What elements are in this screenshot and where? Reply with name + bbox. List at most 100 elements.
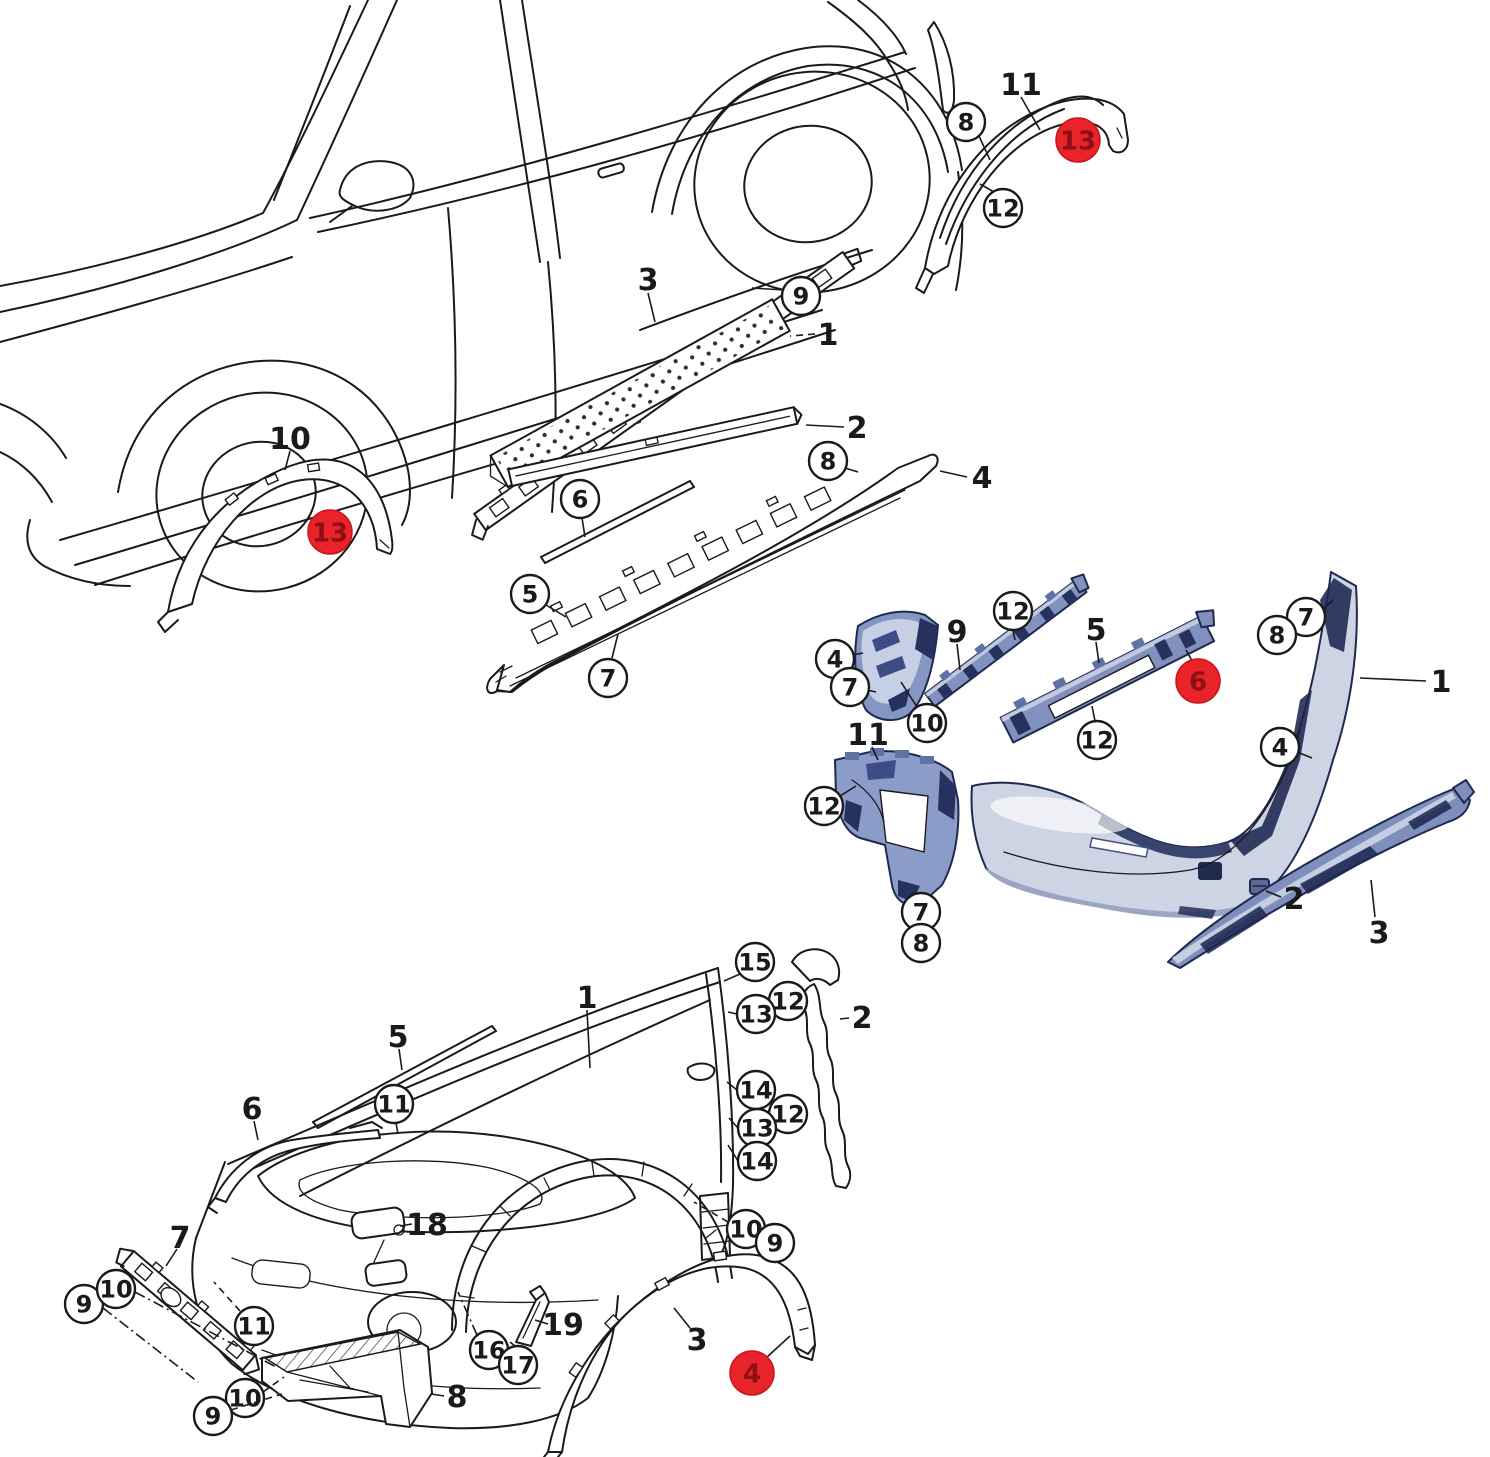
callout-2[interactable]: 2 — [839, 1001, 872, 1036]
callout-8[interactable]: 8 — [430, 1380, 467, 1415]
callout-number: 5 — [1086, 613, 1107, 648]
callout-6-highlighted[interactable]: 6 — [1175, 649, 1221, 704]
callout-2[interactable]: 2 — [1265, 882, 1304, 917]
callout-10[interactable]: 10 — [224, 1376, 285, 1419]
rear-bumper-cluster — [834, 571, 1475, 969]
leader-line — [545, 604, 567, 618]
callout-4-highlighted[interactable]: 4 — [729, 1335, 791, 1396]
callout-3[interactable]: 3 — [638, 263, 659, 323]
callout-number: 12 — [807, 793, 840, 821]
callout-number: 3 — [1369, 916, 1390, 951]
callout-1[interactable]: 1 — [1359, 665, 1451, 700]
callout-number: 8 — [1269, 622, 1286, 650]
callout-8[interactable]: 8 — [1256, 614, 1298, 656]
callout-7[interactable]: 7 — [829, 666, 877, 708]
fender-molding-strip — [312, 1025, 497, 1129]
callout-12[interactable]: 12 — [767, 1093, 809, 1135]
callout-12[interactable]: 12 — [992, 590, 1034, 641]
leader-line — [728, 1117, 739, 1129]
leader-line — [805, 424, 845, 428]
callout-number: 5 — [522, 581, 539, 609]
callout-number: 6 — [1189, 667, 1207, 697]
callout-12[interactable]: 12 — [1076, 705, 1118, 761]
leader-line — [647, 292, 656, 323]
callout-6[interactable]: 6 — [242, 1092, 263, 1141]
callout-19[interactable]: 19 — [534, 1308, 584, 1343]
callout-12[interactable]: 12 — [979, 183, 1024, 229]
callout-circle — [736, 1140, 778, 1182]
callout-3[interactable]: 3 — [1369, 879, 1390, 951]
leader-line — [673, 1307, 691, 1329]
callout-13[interactable]: 13 — [728, 1107, 778, 1149]
callout-circle — [734, 941, 776, 983]
callout-1[interactable]: 1 — [789, 318, 838, 353]
leader-line — [230, 1393, 283, 1411]
leader-line — [1265, 890, 1282, 898]
callout-5[interactable]: 5 — [1086, 613, 1107, 664]
front-fender-cluster — [115, 948, 852, 1457]
callout-10[interactable]: 10 — [900, 681, 948, 744]
callout-number: 4 — [743, 1359, 761, 1389]
callout-9[interactable]: 9 — [947, 615, 968, 671]
callout-12[interactable]: 12 — [767, 980, 809, 1022]
callout-number: 7 — [600, 665, 617, 693]
leader-line — [751, 287, 785, 291]
callout-9[interactable]: 9 — [754, 1222, 796, 1264]
fender-seal-strip — [791, 948, 852, 1189]
callout-12[interactable]: 12 — [803, 785, 857, 827]
callout-7[interactable]: 7 — [900, 891, 942, 933]
callout-8[interactable]: 8 — [945, 101, 991, 161]
callout-number: 12 — [1080, 727, 1113, 755]
callout-13[interactable]: 13 — [727, 993, 777, 1035]
leader-line — [586, 1009, 591, 1069]
callout-10[interactable]: 10 — [269, 422, 311, 471]
callout-1[interactable]: 1 — [577, 981, 598, 1069]
callout-8[interactable]: 8 — [807, 440, 859, 482]
callout-circle — [559, 478, 601, 520]
callout-2[interactable]: 2 — [805, 411, 867, 446]
callout-15[interactable]: 15 — [723, 941, 776, 983]
callout-11[interactable]: 11 — [847, 718, 889, 761]
leader-line — [693, 1201, 729, 1223]
callout-number: 10 — [910, 710, 943, 738]
callout-18[interactable]: 18 — [399, 1208, 448, 1243]
callout-8[interactable]: 8 — [900, 922, 942, 964]
callout-5[interactable]: 5 — [509, 573, 567, 618]
callout-circle — [900, 922, 942, 964]
leader-line — [1020, 96, 1041, 131]
callout-4[interactable]: 4 — [1259, 726, 1313, 768]
callout-4[interactable]: 4 — [939, 461, 992, 496]
callout-circle — [1285, 596, 1327, 638]
callout-9[interactable]: 9 — [192, 1393, 283, 1437]
callout-13-highlighted[interactable]: 13 — [1055, 117, 1101, 163]
callout-9[interactable]: 9 — [63, 1283, 199, 1383]
callout-number: 6 — [572, 486, 589, 514]
callout-14[interactable]: 14 — [726, 1069, 777, 1111]
callout-11[interactable]: 11 — [373, 1083, 415, 1135]
callout-circle — [829, 666, 871, 708]
callout-number: 11 — [237, 1313, 270, 1341]
callout-number: 9 — [947, 615, 968, 650]
callout-7[interactable]: 7 — [587, 633, 629, 699]
callout-3[interactable]: 3 — [673, 1307, 707, 1358]
callout-circle — [497, 1344, 539, 1386]
callout-11[interactable]: 11 — [213, 1281, 275, 1347]
callout-circle — [803, 785, 845, 827]
callout-circle — [373, 1083, 415, 1125]
callout-number: 9 — [76, 1291, 93, 1319]
callout-13-highlighted[interactable]: 13 — [307, 509, 353, 555]
callout-circle — [224, 1377, 266, 1419]
callout-10[interactable]: 10 — [95, 1268, 279, 1369]
callout-5[interactable]: 5 — [388, 1020, 409, 1071]
callout-7[interactable]: 7 — [1285, 596, 1334, 638]
callout-highlight-circle — [729, 1350, 775, 1396]
callout-6[interactable]: 6 — [559, 478, 601, 538]
callout-14[interactable]: 14 — [727, 1140, 778, 1182]
callout-17[interactable]: 17 — [497, 1341, 539, 1386]
leader-line — [839, 1017, 850, 1020]
callout-11[interactable]: 11 — [1000, 68, 1042, 131]
callout-9[interactable]: 9 — [751, 275, 822, 317]
callout-7[interactable]: 7 — [165, 1221, 190, 1267]
callout-number: 7 — [1298, 604, 1315, 632]
